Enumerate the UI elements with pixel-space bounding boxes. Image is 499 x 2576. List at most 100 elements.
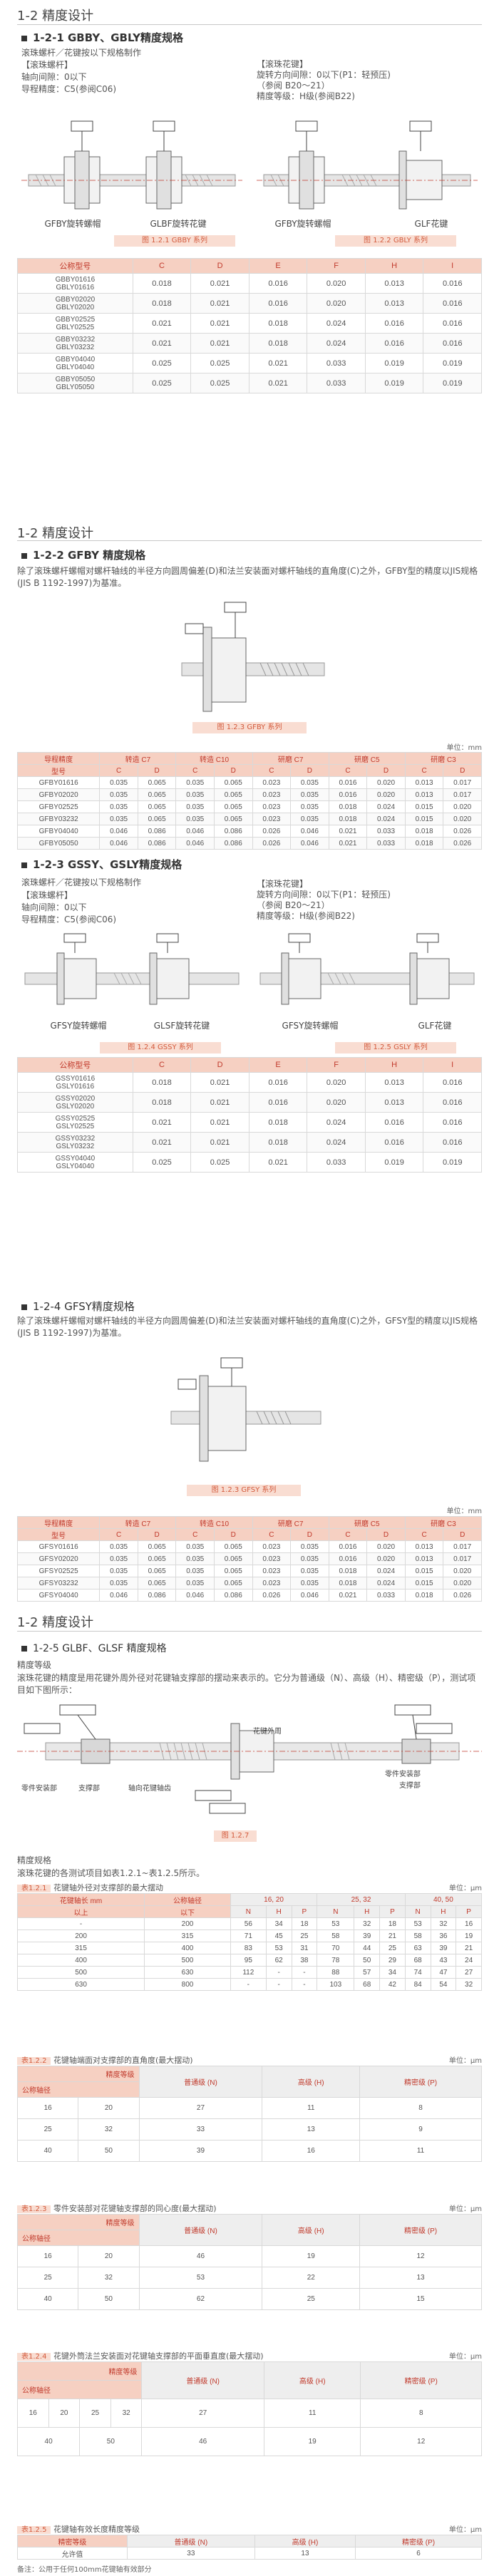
value-cell: 0.035	[99, 1565, 138, 1577]
value-cell: 13	[359, 2267, 482, 2289]
value-cell: 0.020	[366, 1540, 406, 1553]
group-header: 转造 C10	[175, 752, 253, 765]
value-cell: 0.046	[99, 1589, 138, 1602]
column-header: C	[328, 764, 368, 777]
value-cell: 0.035	[99, 813, 138, 825]
value-cell: 0.046	[175, 1589, 215, 1602]
under-header: 以下	[144, 1905, 231, 1918]
value-cell: GFBY05050	[16, 837, 101, 850]
column-header: 高级 (H)	[254, 2535, 356, 2547]
value-cell: 0.046	[290, 825, 329, 838]
length-header: 花键轴长 mm	[16, 1893, 145, 1906]
value-cell: 53	[404, 1917, 431, 1930]
value-cell: 0.018	[248, 1132, 308, 1153]
value-cell: 0.033	[366, 1589, 406, 1602]
value-cell: 18	[291, 1917, 318, 1930]
value-cell: 112	[230, 1966, 267, 1979]
value-cell: 11	[263, 2399, 361, 2428]
column-header: D	[366, 1528, 406, 1541]
value-cell: 0.035	[175, 1565, 215, 1577]
value-cell: 0.065	[214, 1540, 253, 1553]
diameter-group: 40, 50	[404, 1893, 483, 1906]
value-cell: 62	[138, 2288, 263, 2310]
value-cell: 0.065	[137, 788, 177, 801]
value-cell: 0.065	[214, 1577, 253, 1590]
ballscrew-spec-list-2: 【滚珠螺杆】轴向间隙：0以下导程精度：C5(参阅C06)	[21, 890, 117, 924]
value-cell: 53	[265, 1942, 292, 1954]
value-cell: 11	[262, 2097, 361, 2119]
value-cell: 16	[456, 1917, 482, 1930]
bullet-square-icon	[21, 1646, 27, 1652]
value-cell: 0.035	[175, 1577, 215, 1590]
value-cell: 0.026	[443, 825, 482, 838]
value-cell: 12	[359, 2245, 482, 2267]
value-cell: 0.021	[248, 1152, 308, 1173]
value-cell: 0.035	[99, 1540, 138, 1553]
value-cell: 0.017	[443, 1552, 482, 1565]
value-cell: 0.035	[175, 1552, 215, 1565]
value-cell: 16	[16, 2245, 79, 2267]
section-divider	[17, 24, 482, 25]
value-cell: 630	[16, 1978, 145, 1991]
model-name: GBLY03232	[56, 343, 95, 351]
value-cell: 0.021	[190, 1132, 250, 1153]
value-cell: 0.086	[214, 825, 253, 838]
grade-header: H	[354, 1905, 381, 1918]
label-glf-spline: GLF花键	[414, 219, 448, 229]
value-cell: 25	[16, 2118, 79, 2140]
subsection-title-121: 1-2-1 GBBY、GBLY精度规格	[21, 30, 183, 45]
value-cell: 0.021	[248, 373, 308, 393]
grade-column: 高级 (H)	[262, 2066, 361, 2098]
value-cell: 0.016	[423, 1092, 482, 1113]
value-cell: 70	[317, 1942, 355, 1954]
model-name: GSLY03232	[56, 1142, 95, 1150]
value-cell: 27	[456, 1966, 482, 1979]
value-cell: 0.035	[290, 1577, 329, 1590]
value-cell: 12	[360, 2427, 482, 2456]
caption-fig127: 图 1.2.7	[214, 1830, 257, 1842]
value-cell: 0.065	[214, 788, 253, 801]
caption-gfsy: 图 1.2.3 GFSY 系列	[187, 1485, 301, 1496]
caption-gfby: 图 1.2.3 GFBY 系列	[192, 722, 307, 733]
label-gfsy-nut: GFSY旋转螺帽	[50, 1021, 107, 1031]
gfby-drawing	[181, 602, 325, 712]
column-header: D	[290, 764, 329, 777]
grade-column: 精密级 (P)	[360, 2361, 482, 2399]
value-cell: 0.023	[252, 813, 292, 825]
value-cell: 63	[404, 1942, 431, 1954]
value-cell: 32	[354, 1917, 381, 1930]
caption-gssy: 图 1.2.4 GSSY 系列	[100, 1042, 221, 1053]
subsection-title-123: 1-2-3 GSSY、GSLY精度规格	[21, 857, 182, 872]
value-cell: 50	[78, 2288, 140, 2310]
subsection-title-124: 1-2-4 GFSY精度规格	[21, 1299, 135, 1314]
value-cell: 39	[354, 1930, 381, 1942]
ballspline-spec-list: 【滚珠花键】旋转方向间隙：0以下(P1：轻预压)（参阅 B20～21）精度等级：…	[257, 59, 391, 101]
value-cell: 315	[16, 1942, 145, 1954]
value-cell: -	[230, 1978, 267, 1991]
value-cell: 0.023	[252, 800, 292, 813]
value-cell: 0.020	[307, 273, 366, 294]
value-cell: GFSY03232	[16, 1577, 101, 1590]
value-cell: 0.026	[443, 837, 482, 850]
gfby-description: 除了滚珠螺杆螺帽对螺杆轴线的半径方向圆周偏差(D)和法兰安装面对螺杆轴线的直角度…	[17, 566, 478, 588]
value-cell: 0.035	[290, 1565, 329, 1577]
value-cell: -	[16, 1917, 145, 1930]
value-cell: 0.086	[137, 837, 177, 850]
grade-header: N	[404, 1905, 431, 1918]
value-cell: 6	[355, 2547, 482, 2560]
value-cell: 0.035	[175, 813, 215, 825]
value-cell: 500	[16, 1966, 145, 1979]
value-cell: 0.021	[190, 1072, 250, 1093]
